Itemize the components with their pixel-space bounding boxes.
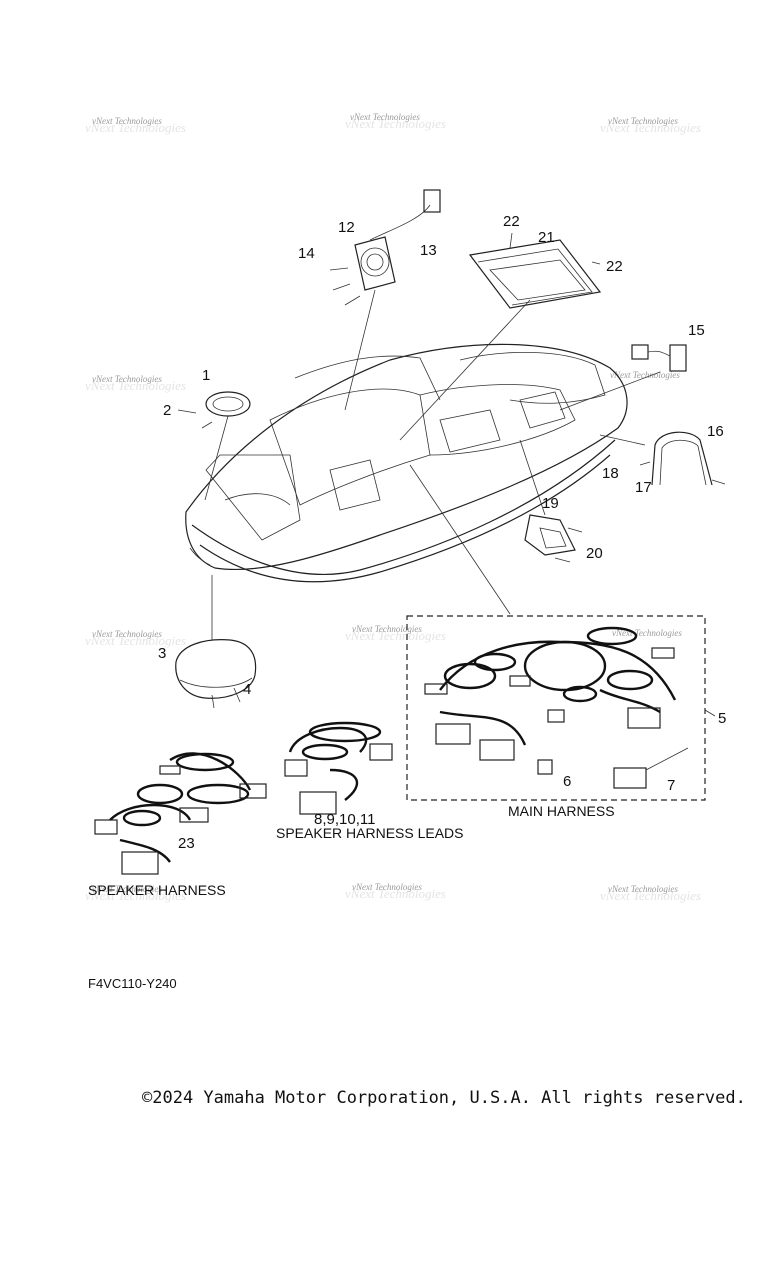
watermark: vNext Technologies bbox=[600, 888, 701, 903]
cover-part bbox=[175, 575, 257, 709]
callout-22-top: 22 bbox=[503, 213, 520, 230]
watermark: vNext Technologies bbox=[92, 116, 162, 126]
main-harness-caption: MAIN HARNESS bbox=[508, 803, 615, 819]
watermark: vNext Technologies bbox=[350, 112, 420, 122]
watermark: vNext Technologies bbox=[352, 882, 422, 892]
harness-captions: MAIN HARNESS SPEAKER HARNESS LEADS SPEAK… bbox=[88, 803, 615, 898]
watermark: vNext Technologies bbox=[92, 629, 162, 639]
callout-5: 5 bbox=[718, 710, 726, 727]
control-module-part bbox=[399, 232, 602, 441]
watermark: vNext Technologies bbox=[352, 624, 422, 634]
speaker-harness-caption: SPEAKER HARNESS bbox=[88, 882, 226, 898]
speaker-leads-caption: SPEAKER HARNESS LEADS bbox=[276, 825, 464, 841]
callout-7: 7 bbox=[667, 777, 675, 794]
speaker-leads-group bbox=[284, 721, 393, 815]
callout-labels: 1 2 3 4 5 6 7 8,9,10,11 12 13 14 15 16 1… bbox=[158, 213, 726, 852]
watermark: vNext Technologies bbox=[85, 888, 186, 903]
callout-6: 6 bbox=[563, 773, 571, 790]
watermark: vNext Technologies bbox=[92, 374, 162, 384]
watermark: vNext Technologies bbox=[345, 116, 446, 131]
callout-16: 16 bbox=[707, 423, 724, 440]
sensor-part bbox=[559, 344, 687, 411]
callout-20: 20 bbox=[586, 545, 603, 562]
callout-2: 2 bbox=[163, 402, 171, 419]
callout-8-9-10-11: 8,9,10,11 bbox=[314, 811, 375, 828]
callout-19: 19 bbox=[542, 495, 559, 512]
watermark: vNext Technologies bbox=[608, 884, 678, 894]
callout-12: 12 bbox=[338, 219, 355, 236]
callout-14: 14 bbox=[298, 245, 315, 262]
callout-1: 1 bbox=[202, 367, 210, 384]
callout-23: 23 bbox=[178, 835, 195, 852]
speaker-harness-group bbox=[94, 752, 267, 875]
callout-3: 3 bbox=[158, 645, 166, 662]
watermark: vNext Technologies bbox=[92, 884, 162, 894]
watermark-group: vNext Technologies vNext Technologies vN… bbox=[85, 112, 701, 903]
main-harness-box bbox=[406, 615, 706, 801]
gauge-bracket-part bbox=[329, 189, 441, 411]
watermark: vNext Technologies bbox=[612, 628, 682, 638]
callout-18: 18 bbox=[602, 465, 619, 482]
watermark: vNext Technologies bbox=[85, 633, 186, 648]
callout-21: 21 bbox=[538, 229, 555, 246]
watermark: vNext Technologies bbox=[610, 370, 680, 380]
main-harness-group bbox=[406, 464, 716, 801]
watermark: vNext Technologies bbox=[85, 120, 186, 135]
callout-15: 15 bbox=[688, 322, 705, 339]
relay-part bbox=[519, 439, 583, 563]
copyright-notice: ©2024 Yamaha Motor Corporation, U.S.A. A… bbox=[142, 1088, 746, 1108]
callout-17: 17 bbox=[635, 479, 652, 496]
watermark: vNext Technologies bbox=[345, 628, 446, 643]
boat-hull-drawing bbox=[185, 343, 628, 583]
clip-part bbox=[599, 431, 726, 486]
diagram-code: F4VC110-Y240 bbox=[88, 976, 177, 991]
callout-4: 4 bbox=[243, 681, 251, 698]
watermark: vNext Technologies bbox=[608, 116, 678, 126]
watermark: vNext Technologies bbox=[345, 886, 446, 901]
watermark: vNext Technologies bbox=[85, 378, 186, 393]
watermark: vNext Technologies bbox=[600, 120, 701, 135]
speaker-part bbox=[177, 391, 251, 501]
callout-13: 13 bbox=[420, 242, 437, 259]
callout-22-right: 22 bbox=[606, 258, 623, 275]
